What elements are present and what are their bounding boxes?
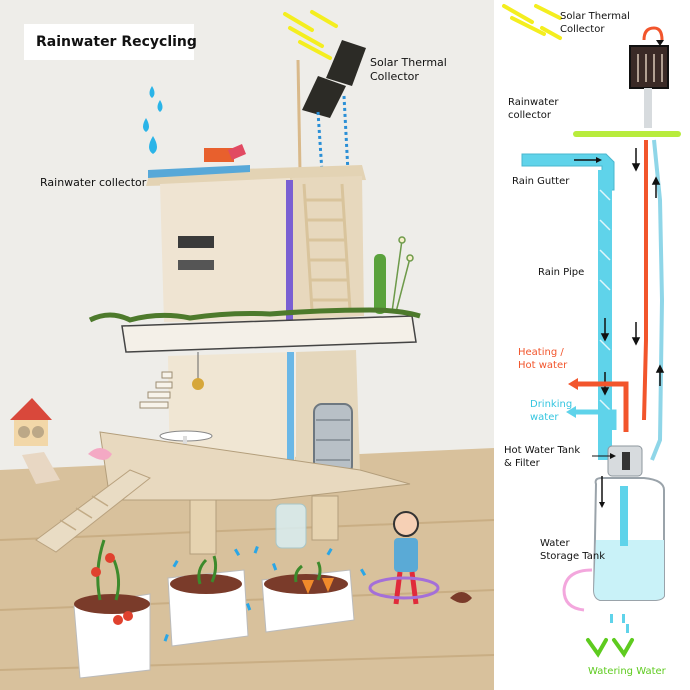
water-sprinkles [163,546,367,642]
label-hot-water-tank-filter: Hot Water Tank & Filter [504,445,581,469]
ladder [302,183,352,311]
page-title: Rainwater Recycling [36,34,197,50]
label-drinking-water: Drinking water [530,399,573,423]
label-rainwater-collector: Rainwater collector [508,97,559,121]
heating-arrow-icon [568,378,578,390]
down-arrow-icons [600,318,610,396]
figure [368,511,472,605]
drinking-arrow-icon [566,406,576,418]
model-house-photo [0,0,494,690]
label-rain-gutter: Rain Gutter [512,176,570,187]
rain-pipe [598,170,612,460]
small-house [10,398,60,484]
hot-water-pipe [642,140,648,421]
label-heating-hot-water: Heating / Hot water [518,347,568,371]
photo-label-rainwater-collector: Rainwater collector [40,176,147,189]
label-water-storage-tank: Water Storage Tank [540,538,606,562]
sun-rays-icon [502,4,562,40]
water-flow-diagram [502,4,681,658]
title-box [24,24,194,60]
label-watering-water: Watering Water [588,666,666,677]
label-solar-thermal-collector: Solar Thermal Collector [560,11,630,35]
solar-panels [296,40,366,173]
raindrop-icons [143,86,163,154]
label-rain-pipe: Rain Pipe [538,267,585,278]
sun-rays-icon [283,10,338,60]
photo-label-solar-thermal-collector: Solar Thermal Collector [370,56,447,83]
watering-arrows-icon [586,638,634,658]
